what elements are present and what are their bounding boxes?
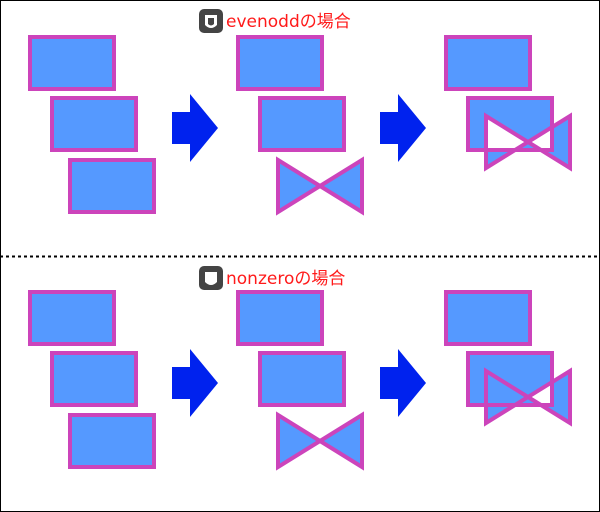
rectangle-shape (68, 413, 156, 469)
rectangle-shape (50, 96, 138, 152)
rectangle-shape (28, 290, 116, 346)
arrow-right-icon (380, 94, 426, 162)
section-title: nonzeroの場合 (226, 269, 345, 289)
bowtie-shape (276, 156, 364, 216)
rectangle-shape (236, 35, 324, 91)
section-nonzero: nonzeroの場合 (28, 266, 572, 471)
bowtie-shape (276, 411, 364, 471)
rectangle-shape (444, 290, 532, 346)
rectangle-shape (28, 35, 116, 91)
rectangle-shape (444, 35, 532, 91)
combined-path-evenodd (466, 96, 572, 172)
evenodd-fill-rule-icon (199, 9, 223, 33)
section-evenodd: evenoddの場合 (28, 9, 572, 216)
step-2-shapes (236, 290, 364, 471)
section-nonzero-heading: nonzeroの場合 (199, 266, 345, 290)
step-3-shapes (444, 35, 572, 172)
section-title: evenoddの場合 (226, 12, 351, 32)
arrow-right-icon (380, 349, 426, 417)
rectangle-shape (236, 290, 324, 346)
rectangle-shape (258, 96, 346, 152)
rectangle-shape (50, 351, 138, 407)
section-evenodd-heading: evenoddの場合 (199, 9, 351, 33)
step-3-shapes (444, 290, 572, 427)
nonzero-fill-rule-icon (199, 266, 223, 290)
rectangle-shape (68, 158, 156, 214)
rectangle-shape (258, 351, 346, 407)
combined-path-nonzero (466, 351, 572, 427)
step-1-shapes (28, 290, 156, 469)
arrow-right-icon (172, 349, 218, 417)
step-2-shapes (236, 35, 364, 216)
step-1-shapes (28, 35, 156, 214)
arrow-right-icon (172, 94, 218, 162)
